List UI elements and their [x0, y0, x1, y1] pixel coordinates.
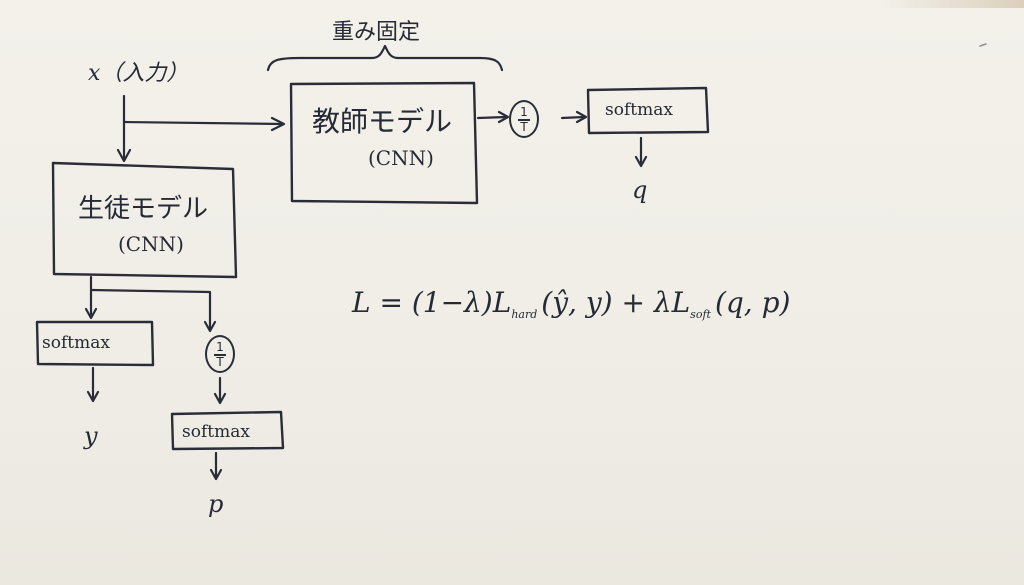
paper-edge-stain: [880, 0, 1024, 8]
temp-numerator: 1: [216, 340, 224, 354]
softmax-to-y-arrow-head: [86, 390, 100, 403]
input-label: x（入力）: [88, 61, 189, 86]
teacher-temperature-scale: 1 T: [509, 100, 539, 138]
student-soft-arrow-head: [203, 320, 217, 333]
temp-fraction-bar: [214, 354, 226, 356]
teacher-model-subtitle: (CNN): [368, 146, 434, 170]
student-output-y: y: [84, 422, 98, 450]
formula-lhs: L = (1−λ)L: [352, 286, 512, 319]
student-model-title: 生徒モデル: [78, 194, 209, 224]
formula-soft-args: (q, p): [714, 286, 791, 319]
temp-to-softmax-arrow-head: [575, 110, 588, 124]
teacher-output-q: q: [632, 176, 648, 204]
loss-formula: L = (1−λ)Lhard(ŷ, y) + λLsoft(q, p): [352, 286, 791, 321]
softmax-to-q-arrow-head: [634, 155, 648, 168]
student-temperature-scale: 1 T: [205, 335, 235, 373]
temp-to-softmax-line: [560, 115, 586, 120]
teacher-to-temp-line: [476, 115, 508, 120]
input-to-teacher-arrow-head: [270, 116, 286, 132]
temp-denominator: T: [216, 355, 224, 369]
temp-numerator: 1: [520, 105, 528, 119]
softmax-student-hard-label: softmax: [42, 333, 110, 353]
temp-fraction-bar: [518, 119, 530, 121]
softmax-teacher-label: softmax: [605, 100, 673, 120]
softmax-student-soft-box: [170, 410, 285, 451]
stray-mark: [979, 43, 987, 47]
formula-hard-args: (ŷ, y) + λL: [541, 286, 691, 319]
input-arrow-head: [116, 148, 132, 163]
student-output-p: p: [208, 490, 224, 518]
student-box: [51, 161, 238, 279]
formula-soft-subscript: soft: [690, 308, 711, 321]
softmax-student-soft-label: softmax: [182, 422, 250, 442]
student-hard-arrow-head: [84, 307, 98, 320]
teacher-box: [289, 81, 479, 205]
input-to-teacher-line: [122, 120, 285, 126]
temp-denominator: T: [520, 120, 528, 134]
softmax-to-p-arrow-head: [209, 468, 223, 481]
student-model-subtitle: (CNN): [118, 232, 184, 256]
temp-student-arrow-head: [213, 392, 227, 405]
frozen-brace: [266, 44, 504, 72]
formula-hard-subscript: hard: [511, 308, 538, 321]
softmax-teacher-box: [586, 86, 710, 135]
student-soft-branch: [89, 288, 212, 332]
teacher-model-title: 教師モデル: [312, 105, 453, 138]
softmax-student-hard-box: [35, 320, 155, 367]
teacher-to-temp-arrow-head: [497, 110, 510, 124]
frozen-weights-label: 重み固定: [332, 20, 421, 45]
